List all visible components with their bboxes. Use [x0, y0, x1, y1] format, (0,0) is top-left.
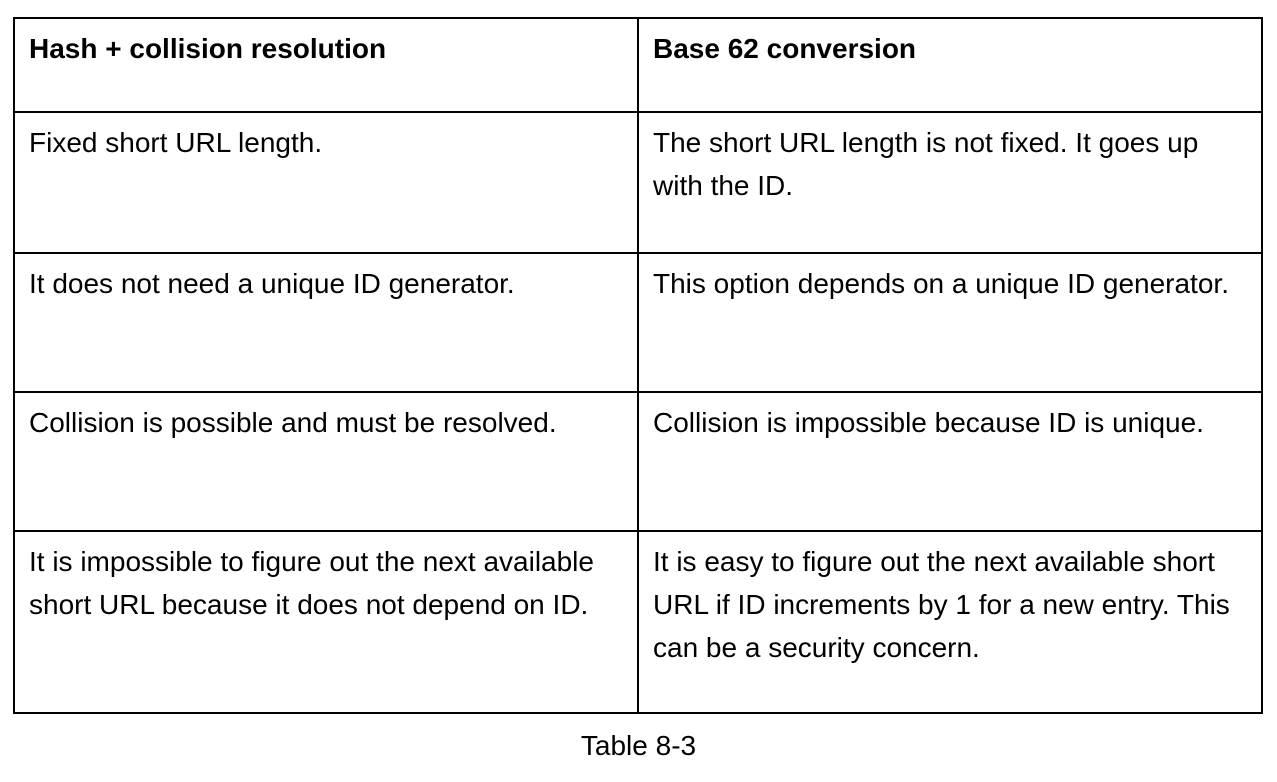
table-row: It does not need a unique ID generator. … [13, 252, 1263, 393]
header-cell-base62: Base 62 conversion [637, 17, 1263, 113]
table-row: It is impossible to figure out the next … [13, 530, 1263, 714]
cell-row4-base62: It is easy to figure out the next availa… [637, 530, 1263, 714]
header-cell-hash-collision: Hash + collision resolution [13, 17, 639, 113]
cell-row3-base62: Collision is impossible because ID is un… [637, 391, 1263, 532]
table-row: Fixed short URL length. The short URL le… [13, 111, 1263, 254]
table-caption: Table 8-3 [580, 730, 697, 761]
table-header-row: Hash + collision resolution Base 62 conv… [13, 17, 1263, 113]
cell-row1-hash: Fixed short URL length. [13, 111, 639, 254]
table-row: Collision is possible and must be resolv… [13, 391, 1263, 532]
cell-row2-hash: It does not need a unique ID generator. [13, 252, 639, 393]
cell-row2-base62: This option depends on a unique ID gener… [637, 252, 1263, 393]
comparison-table: Hash + collision resolution Base 62 conv… [13, 17, 1263, 714]
cell-row3-hash: Collision is possible and must be resolv… [13, 391, 639, 532]
cell-row1-base62: The short URL length is not fixed. It go… [637, 111, 1263, 254]
cell-row4-hash: It is impossible to figure out the next … [13, 530, 639, 714]
